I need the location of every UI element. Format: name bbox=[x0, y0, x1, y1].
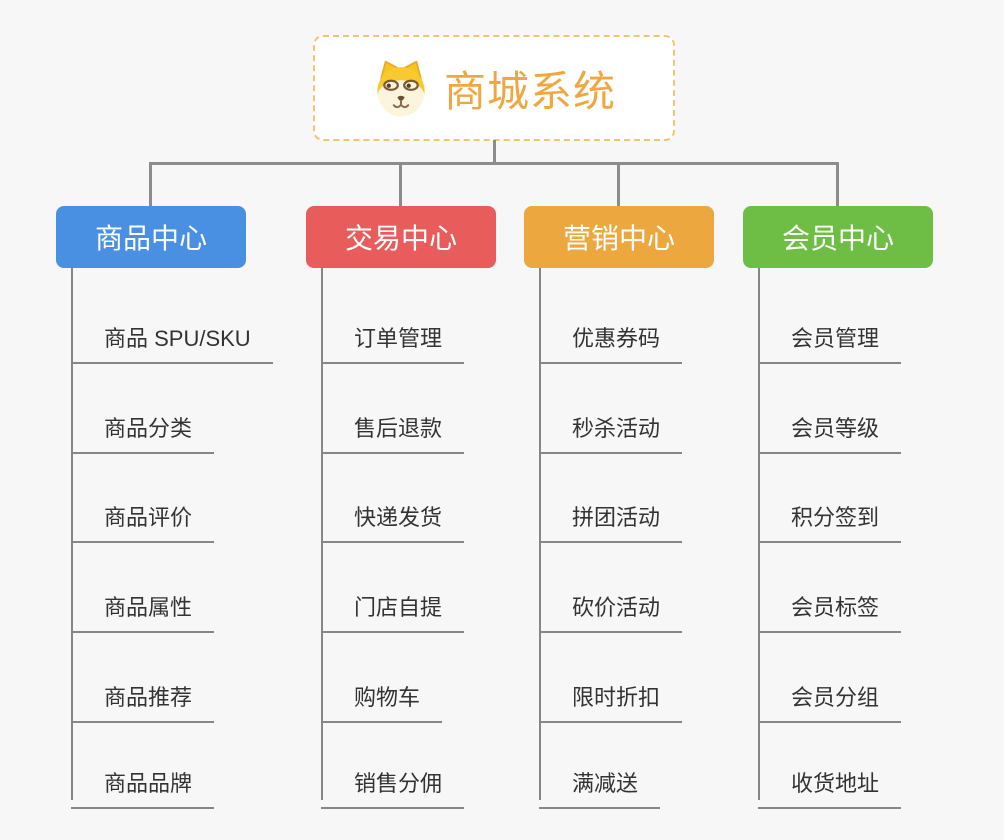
connector-root-vertical bbox=[493, 140, 496, 165]
leaf-node[interactable]: 会员分组 bbox=[758, 670, 902, 723]
leaf-node[interactable]: 购物车 bbox=[321, 670, 443, 723]
branch-column-member: 会员管理 会员等级 积分签到 会员标签 会员分组 收货地址 bbox=[758, 268, 1004, 809]
leaf-node[interactable]: 收货地址 bbox=[758, 756, 902, 809]
leaf-node[interactable]: 砍价活动 bbox=[539, 580, 683, 633]
connector-drop bbox=[836, 162, 839, 208]
leaf-node[interactable]: 会员管理 bbox=[758, 311, 902, 364]
connector-drop bbox=[399, 162, 402, 208]
branch-spine-line bbox=[758, 268, 760, 800]
connector-drop bbox=[149, 162, 152, 208]
leaf-node[interactable]: 商品推荐 bbox=[71, 670, 215, 723]
branch-node-marketing-center[interactable]: 营销中心 bbox=[524, 206, 714, 268]
branch-node-member-center[interactable]: 会员中心 bbox=[743, 206, 933, 268]
leaf-node[interactable]: 会员标签 bbox=[758, 580, 902, 633]
branch-column-trade: 订单管理 售后退款 快递发货 门店自提 购物车 销售分佣 bbox=[321, 268, 571, 809]
leaf-node[interactable]: 快递发货 bbox=[321, 490, 465, 543]
leaf-node[interactable]: 拼团活动 bbox=[539, 490, 683, 543]
root-node[interactable]: 商城系统 bbox=[313, 35, 675, 141]
leaf-node[interactable]: 商品品牌 bbox=[71, 756, 215, 809]
branch-column-product: 商品 SPU/SKU 商品分类 商品评价 商品属性 商品推荐 商品品牌 bbox=[71, 268, 321, 809]
leaf-node[interactable]: 商品评价 bbox=[71, 490, 215, 543]
branch-spine-line bbox=[71, 268, 73, 800]
leaf-node[interactable]: 积分签到 bbox=[758, 490, 902, 543]
leaf-node[interactable]: 优惠券码 bbox=[539, 311, 683, 364]
branch-spine-line bbox=[321, 268, 323, 800]
leaf-node[interactable]: 订单管理 bbox=[321, 311, 465, 364]
branch-spine-line bbox=[539, 268, 541, 800]
leaf-node[interactable]: 商品分类 bbox=[71, 401, 215, 454]
leaf-node[interactable]: 商品 SPU/SKU bbox=[71, 311, 273, 364]
root-title: 商城系统 bbox=[443, 67, 616, 115]
connector-drop bbox=[617, 162, 620, 208]
connector-horizontal bbox=[150, 162, 839, 165]
branch-node-trade-center[interactable]: 交易中心 bbox=[306, 206, 496, 268]
leaf-node[interactable]: 门店自提 bbox=[321, 580, 465, 633]
leaf-node[interactable]: 满减送 bbox=[539, 756, 661, 809]
branch-column-marketing: 优惠券码 秒杀活动 拼团活动 砍价活动 限时折扣 满减送 bbox=[539, 268, 789, 809]
dog-face-icon bbox=[377, 60, 425, 117]
leaf-node[interactable]: 限时折扣 bbox=[539, 670, 683, 723]
branch-node-product-center[interactable]: 商品中心 bbox=[56, 206, 246, 268]
leaf-node[interactable]: 会员等级 bbox=[758, 401, 902, 454]
leaf-node[interactable]: 秒杀活动 bbox=[539, 401, 683, 454]
leaf-node[interactable]: 商品属性 bbox=[71, 580, 215, 633]
leaf-node[interactable]: 销售分佣 bbox=[321, 756, 465, 809]
leaf-node[interactable]: 售后退款 bbox=[321, 401, 465, 454]
